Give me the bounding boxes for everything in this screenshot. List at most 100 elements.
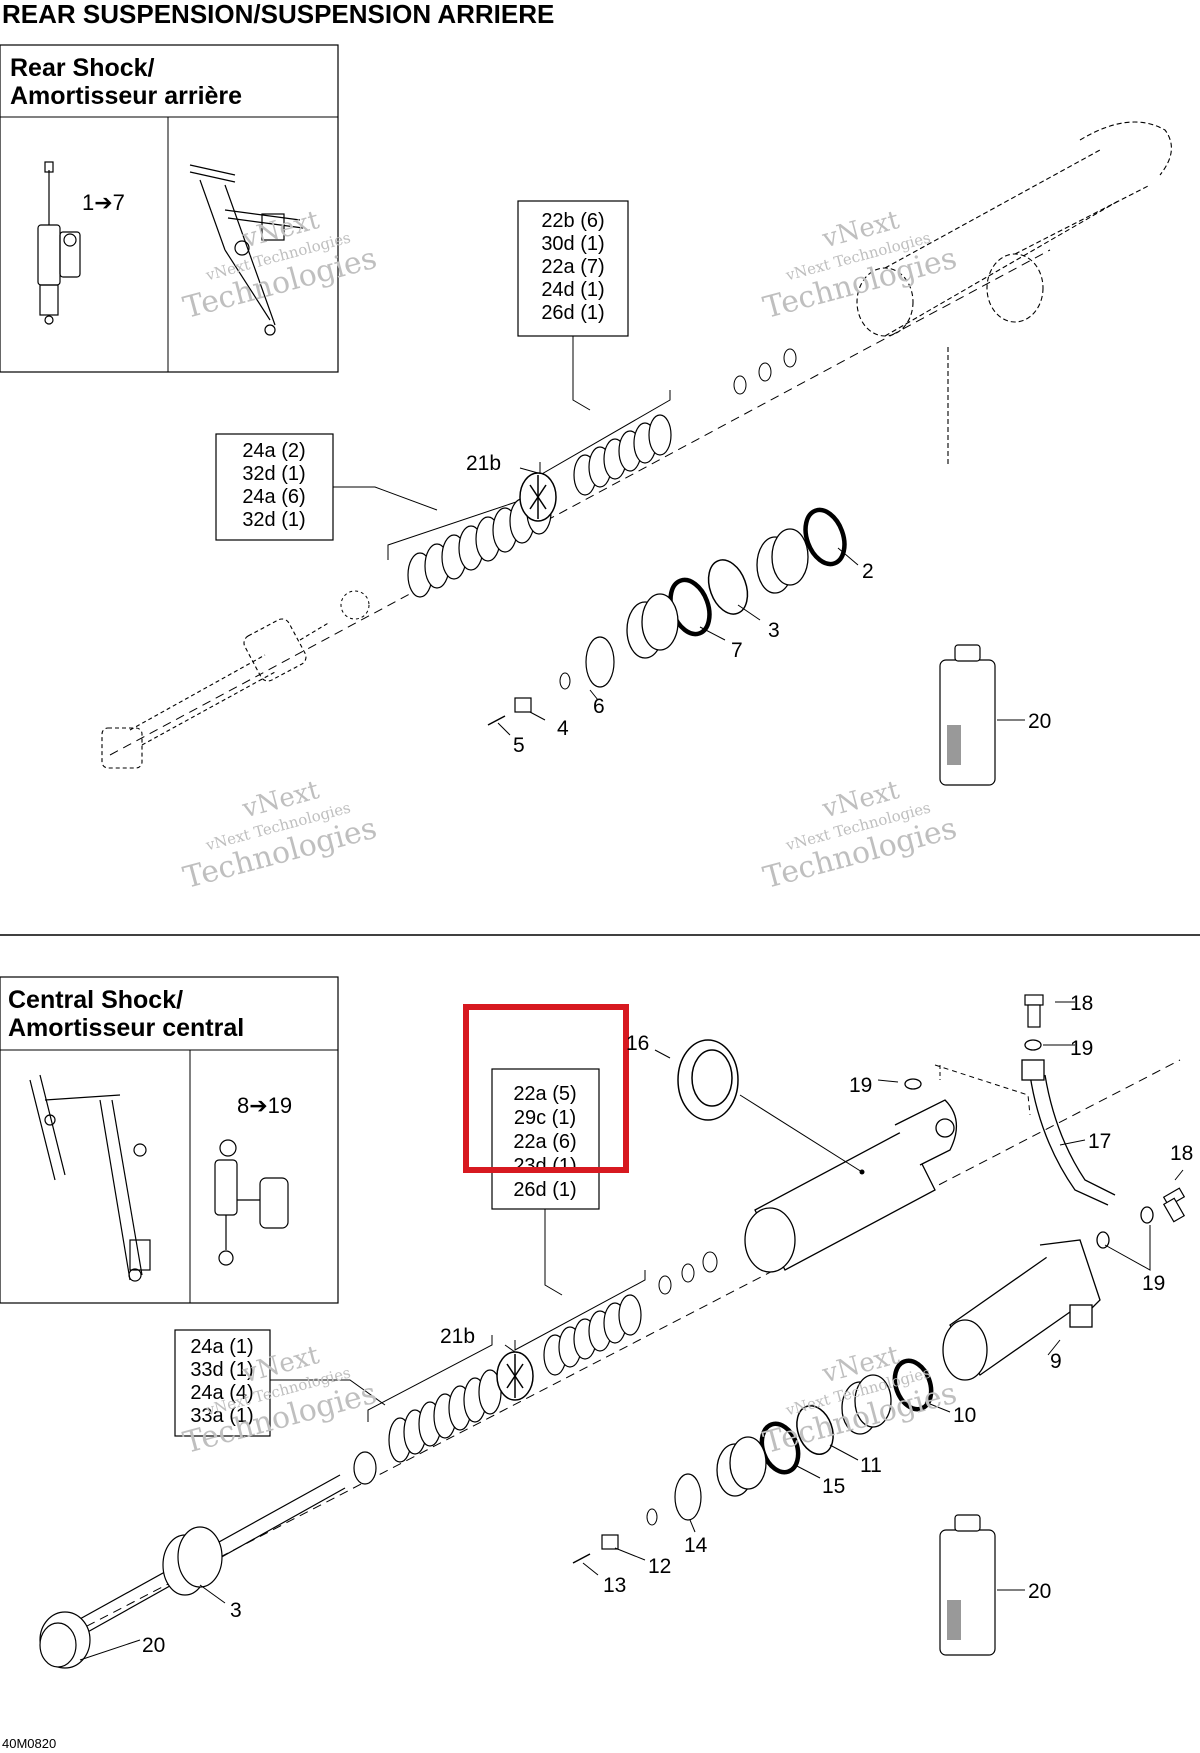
central-shock-thumbnail-icon <box>214 1139 289 1266</box>
central-callout-15: 15 <box>822 1475 845 1498</box>
central-cylinder-icon <box>744 1099 957 1273</box>
rear-shock-body-icon <box>856 121 1172 465</box>
central-shock-section: Central Shock/ Amortisseur central 8➔19 … <box>0 976 1193 1669</box>
central-washer-19b-icon <box>904 1078 922 1090</box>
rear-shock-thumbnail-icon <box>37 161 81 325</box>
rear-upper-line5: 26d (1) <box>541 302 604 324</box>
rear-upper-spring-box <box>517 200 629 337</box>
central-callout-19b: 19 <box>849 1074 872 1097</box>
rear-shock-section: Rear Shock/ Amortisseur arrière 1➔7 <box>0 44 1172 786</box>
rear-valve-icon <box>626 593 679 659</box>
page-title: REAR SUSPENSION/SUSPENSION ARRIERE <box>2 0 554 29</box>
central-title-line2: Amortisseur central <box>8 1014 244 1042</box>
central-callout-18b: 18 <box>1170 1142 1193 1165</box>
central-hose-17-icon <box>1021 1059 1116 1206</box>
central-upper-spring-box <box>491 1068 600 1210</box>
central-seal-cap-16-icon <box>677 1039 739 1121</box>
central-washer-19d-icon <box>1096 1231 1110 1249</box>
watermark-4: vNext vNext Technologies Technologies <box>760 775 961 896</box>
watermark-6: vNext vNext Technologies Technologies <box>760 1340 961 1461</box>
rear-oring-2-icon <box>803 507 847 567</box>
rear-piston-21b-icon <box>519 472 557 522</box>
central-lower-line3: 24a (4) <box>190 1382 253 1404</box>
rear-upper-line1: 22b (6) <box>541 210 604 232</box>
central-callout-14: 14 <box>684 1534 708 1557</box>
central-lower-spring-box <box>174 1329 271 1437</box>
rear-lower-line3: 24a (6) <box>242 486 305 508</box>
central-callout-19a: 19 <box>1070 1037 1093 1060</box>
watermark-2: vNext vNext Technologies Technologies <box>760 205 961 326</box>
central-leader-19-bracket <box>1104 1225 1151 1271</box>
central-callout-3: 3 <box>230 1599 242 1622</box>
central-oil-bottle-icon <box>939 1514 996 1656</box>
rear-upper-line4: 24d (1) <box>541 279 604 301</box>
central-lower-line1: 24a (1) <box>190 1336 253 1358</box>
footer-code: 40M0820 <box>2 1736 56 1751</box>
central-reservoir-9-icon <box>942 1239 1101 1381</box>
central-washer-small-icon <box>646 1508 658 1526</box>
rear-title-line2: Amortisseur arrière <box>10 82 242 110</box>
rear-lower-line4: 32d (1) <box>242 509 305 531</box>
watermarks: vNext vNext Technologies Technologies vN… <box>180 205 961 1461</box>
central-callout-21b: 21b <box>440 1325 475 1348</box>
central-nut-12-icon <box>601 1534 619 1550</box>
central-callout-20b: 20 <box>1028 1580 1051 1603</box>
central-callout-20a: 20 <box>142 1634 165 1657</box>
rear-title-line1: Rear Shock/ <box>10 54 155 82</box>
rear-ring-3-icon <box>707 559 749 615</box>
central-piston-21b-icon <box>496 1351 534 1401</box>
central-title-line1: Central Shock/ <box>8 986 183 1014</box>
rear-thumbnail-frame <box>0 44 339 373</box>
watermark-3: vNext vNext Technologies Technologies <box>180 775 381 896</box>
central-small-washers-icon <box>658 1251 718 1295</box>
rear-frame-thumbnail-icon <box>189 164 304 336</box>
central-piston-icon <box>841 1374 892 1435</box>
rear-callout-7: 7 <box>731 639 743 662</box>
central-callout-18a: 18 <box>1070 992 1093 1015</box>
central-screw-13-icon <box>572 1553 591 1564</box>
rear-washer-icon <box>340 590 370 620</box>
rear-upper-line3: 22a (7) <box>541 256 604 278</box>
rear-oil-bottle-icon <box>939 644 996 786</box>
central-lower-line2: 33d (1) <box>190 1359 253 1381</box>
central-bracket-leaders <box>270 1209 646 1422</box>
central-callout-10: 10 <box>953 1404 976 1427</box>
rear-callout-2: 2 <box>862 560 874 583</box>
central-thumb-range: 8➔19 <box>237 1093 292 1118</box>
central-upper-line1: 22a (5) <box>513 1083 576 1105</box>
central-callout-19c: 19 <box>1142 1272 1165 1295</box>
central-callout-leaders <box>79 1001 1184 1661</box>
rear-lower-spring-box <box>215 433 334 541</box>
central-washer-19a-icon <box>1024 1039 1042 1051</box>
central-callout-9: 9 <box>1050 1350 1062 1373</box>
rear-rod-icon <box>101 618 331 769</box>
central-upper-line3: 22a (6) <box>513 1131 576 1153</box>
rear-callout-20: 20 <box>1028 710 1051 733</box>
central-callout-11: 11 <box>860 1454 882 1477</box>
central-ring-11-icon <box>796 1405 834 1455</box>
central-thumbnail-frame <box>0 976 339 1304</box>
rear-small-washers-icon <box>733 348 797 395</box>
central-callout-13: 13 <box>603 1574 626 1597</box>
rear-lower-line1: 24a (2) <box>242 440 305 462</box>
rear-thumb-range: 1➔7 <box>82 190 125 215</box>
central-banjo-bolt-18a-icon <box>1024 994 1044 1028</box>
central-leader-16-body <box>739 1094 863 1173</box>
central-banjo-bolt-18b-icon <box>1162 1187 1186 1223</box>
rear-piston-icon <box>756 528 809 594</box>
central-callout-12: 12 <box>648 1555 671 1578</box>
central-washer-19c-icon <box>1140 1206 1154 1224</box>
central-upper-line5: 26d (1) <box>513 1179 576 1201</box>
rear-nut-4-icon <box>514 697 532 713</box>
rear-upper-spring-icon <box>573 414 672 496</box>
central-lower-line4: 33a (1) <box>190 1405 253 1427</box>
rear-screw-5-icon <box>487 715 506 726</box>
central-callout-16: 16 <box>626 1032 649 1055</box>
central-upper-spring-icon <box>543 1294 642 1376</box>
central-leader-16-dot <box>859 1169 865 1175</box>
rear-shim-6-icon <box>585 636 615 688</box>
central-callout-17: 17 <box>1088 1130 1111 1153</box>
central-valve-icon <box>716 1436 767 1497</box>
